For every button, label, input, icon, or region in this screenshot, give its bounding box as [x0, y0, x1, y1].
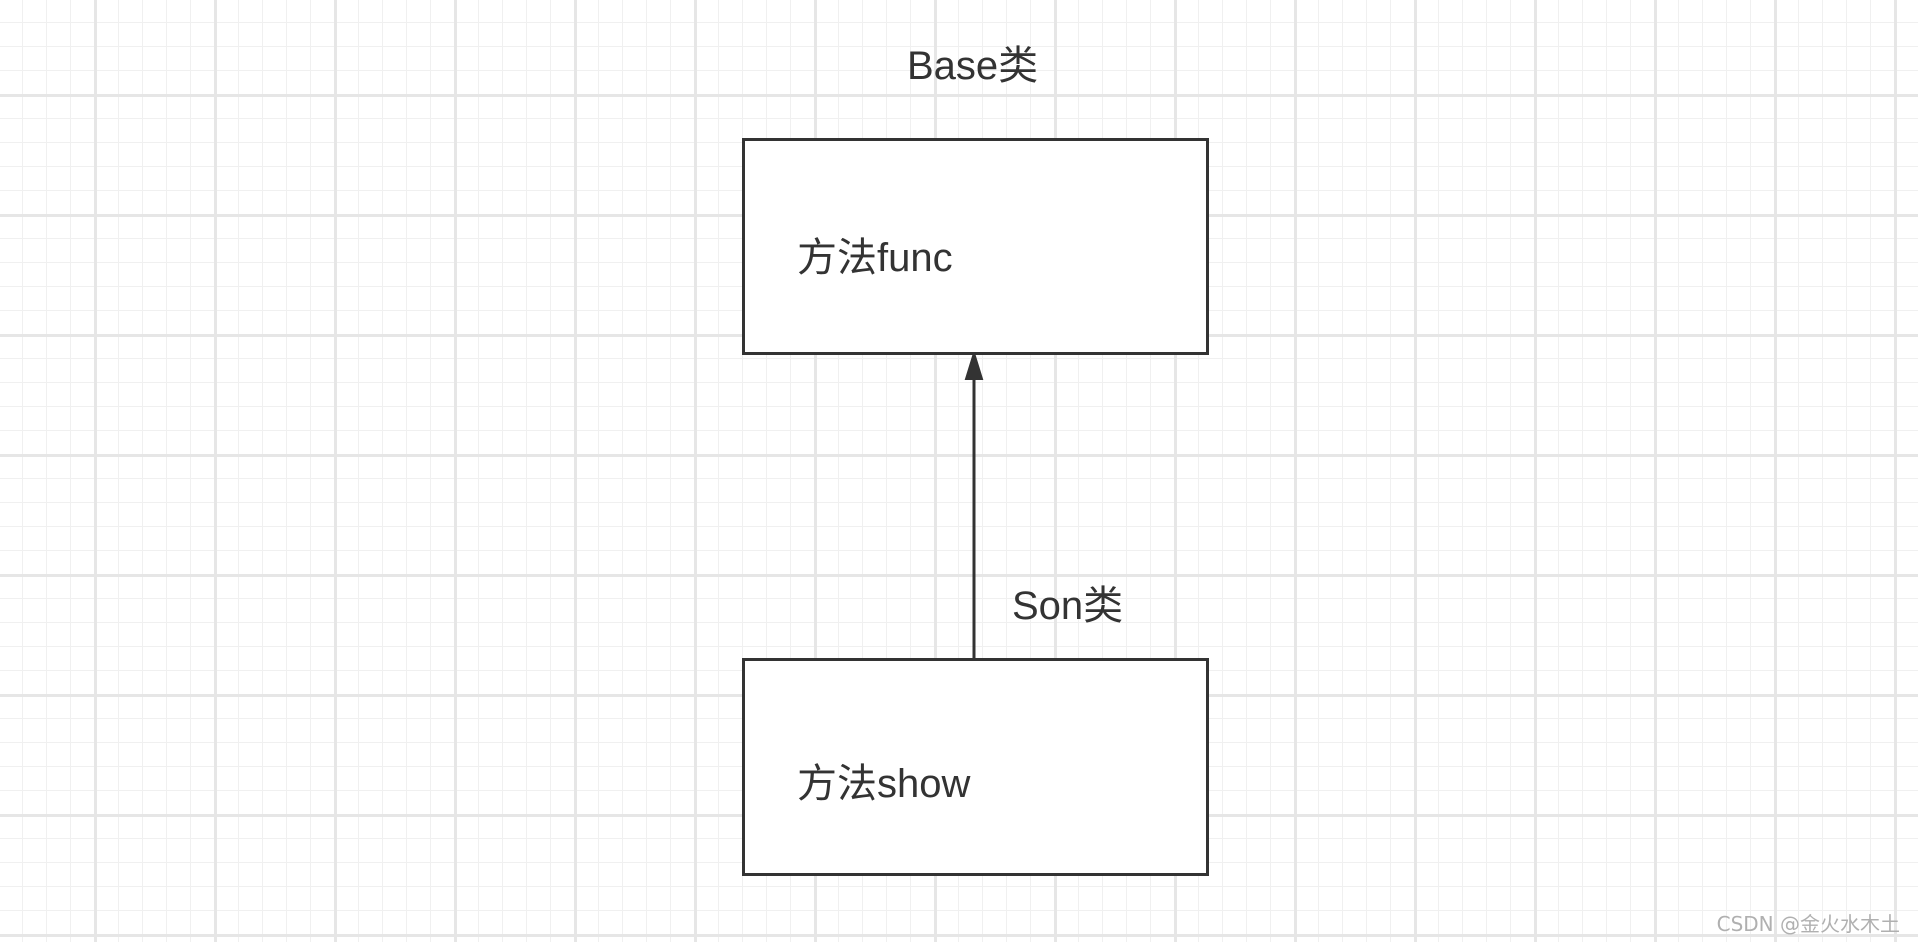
base-class-box[interactable] [742, 138, 1209, 355]
son-class-box[interactable] [742, 658, 1209, 876]
base-class-title: Base类 [907, 44, 1039, 88]
base-class-method: 方法func [797, 236, 953, 280]
watermark: CSDN @金火水木土 [1716, 912, 1900, 936]
arrow-head [964, 349, 984, 380]
son-class-title: Son类 [1012, 584, 1124, 628]
son-class-method: 方法show [797, 762, 971, 806]
